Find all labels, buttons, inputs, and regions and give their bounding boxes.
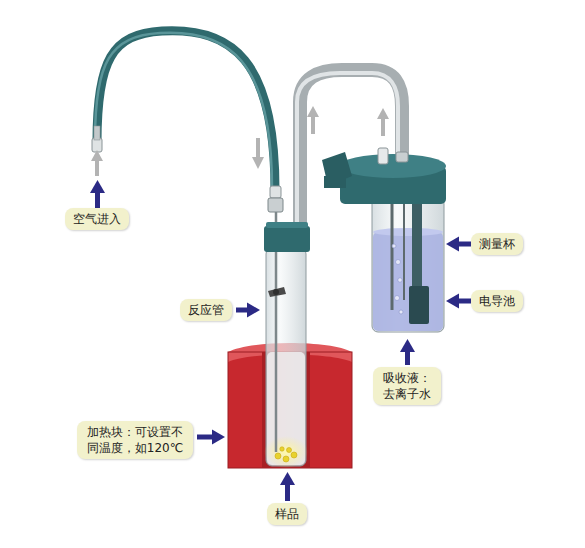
callout-box: 电导池	[471, 290, 523, 312]
callout-box: 测量杯	[471, 233, 523, 255]
hose-highlight	[95, 33, 272, 188]
callout-box: 反应管	[180, 299, 232, 321]
callout-label: 测量杯	[479, 236, 515, 252]
air-hose	[97, 31, 275, 190]
callout-box: 空气进入	[65, 208, 129, 230]
conductivity-cell	[409, 286, 429, 324]
reaction-tube	[264, 212, 310, 468]
hose-fitting	[270, 186, 281, 198]
hose-fitting	[94, 126, 100, 140]
callout-label: 反应管	[188, 302, 224, 318]
callout-label: 电导池	[479, 293, 515, 309]
measuring-cup	[322, 148, 446, 332]
sample	[275, 447, 297, 462]
callout-box: 加热块：可设置不 同温度，如120℃	[77, 421, 193, 459]
hose-fitting	[268, 198, 283, 212]
callout-label: 空气进入	[73, 211, 121, 227]
heating-block	[228, 343, 352, 468]
callout-label: 样品	[275, 506, 299, 522]
callout-label: 加热块：可设置不 同温度，如120℃	[85, 424, 185, 456]
callout-box: 吸收液： 去离子水	[373, 367, 441, 405]
callout-label: 吸收液： 去离子水	[381, 370, 433, 402]
callout-box: 样品	[267, 503, 307, 525]
